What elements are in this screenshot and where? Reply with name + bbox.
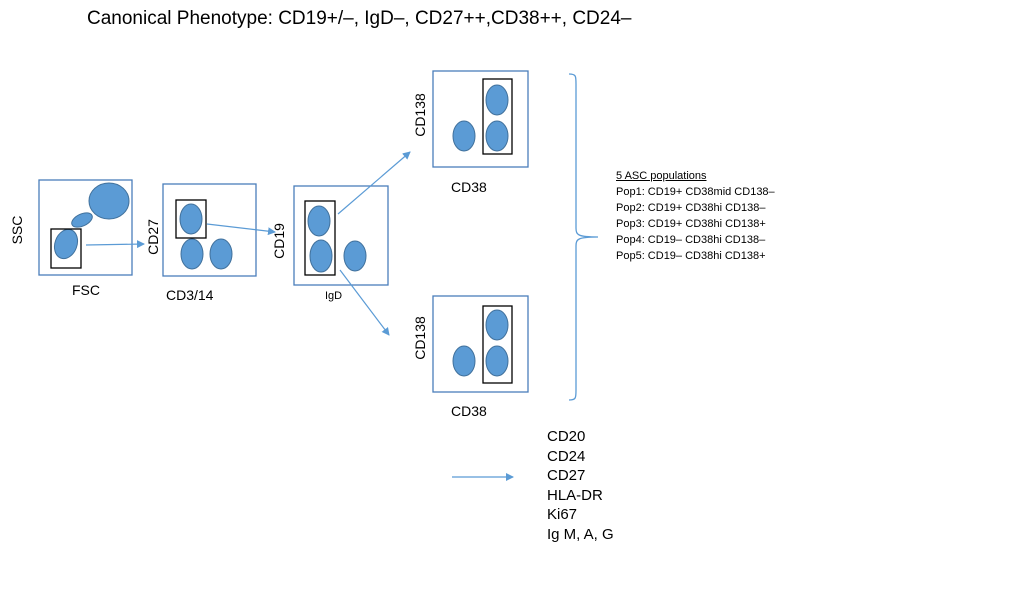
y-axis-label-cd138-bottom: CD138 (412, 316, 428, 360)
plot-fsc-ssc (38, 179, 133, 276)
plot-cd38-cd138-top (432, 70, 529, 168)
population-item: Pop4: CD19– CD38hi CD138– (616, 234, 766, 246)
population-blob (180, 238, 204, 270)
populations-heading: 5 ASC populations (616, 170, 707, 182)
marker-item: Ki67 (547, 506, 578, 523)
plot-igd-cd19 (293, 185, 389, 286)
x-axis-label-cd38-bottom: CD38 (451, 403, 487, 419)
gate-box (304, 200, 336, 276)
plot-frame (293, 185, 389, 286)
gate-box (482, 305, 513, 384)
plot-frame (432, 70, 529, 168)
curly-brace (568, 73, 599, 401)
arrow-cd19-to-top (337, 151, 411, 215)
x-axis-label-cd314: CD3/14 (166, 287, 214, 303)
arrow-cd19-to-bottom (339, 269, 390, 336)
plot-frame (162, 183, 257, 277)
population-blob (88, 182, 130, 220)
population-blob (485, 345, 509, 377)
population-blob (307, 205, 331, 237)
population-blob (485, 309, 509, 341)
population-blob (485, 84, 509, 116)
marker-item: Ig M, A, G (547, 525, 614, 543)
y-axis-label-cd27: CD27 (145, 219, 161, 255)
gating-arrows (85, 151, 514, 481)
x-axis-label-fsc: FSC (72, 282, 100, 298)
y-axis-label-ssc: SSC (9, 215, 25, 245)
plot-frame (38, 179, 133, 276)
marker-item: CD20 (547, 428, 586, 445)
plot-cd38-cd138-bottom (432, 295, 529, 393)
gate-box (482, 78, 513, 155)
marker-item: CD27 (547, 467, 586, 484)
population-blob (485, 120, 509, 152)
gate-box (175, 199, 207, 239)
y-axis-label-cd19: CD19 (271, 223, 287, 259)
marker-item: CD24 (547, 447, 586, 465)
arrow-fsc-to-cd27 (85, 240, 145, 249)
population-blob (452, 120, 476, 152)
plot-cd314-cd27 (162, 183, 257, 277)
x-axis-label-cd38-top: CD38 (451, 179, 487, 195)
population-blob (71, 212, 93, 228)
marker-item: HLA-DR (547, 486, 603, 504)
asc-populations-list: 5 ASC populations Pop1: CD19+ CD38mid CD… (616, 168, 775, 264)
population-blob (209, 238, 233, 270)
x-axis-label-igd: IgD (325, 290, 343, 302)
page-title: Canonical Phenotype: CD19+/–, IgD–, CD27… (87, 8, 632, 29)
population-item: Pop1: CD19+ CD38mid CD138– (616, 186, 775, 198)
population-item: Pop2: CD19+ CD38hi CD138– (616, 202, 766, 214)
marker-list: CD20 CD24 CD27 HLA-DR Ki67 Ig M, A, G (547, 427, 614, 544)
y-axis-label-cd138-top: CD138 (412, 93, 428, 137)
population-blob (452, 345, 476, 377)
population-blob (309, 239, 333, 273)
population-blob (53, 228, 79, 260)
plot-frame (432, 295, 529, 393)
population-item: Pop3: CD19+ CD38hi CD138+ (616, 218, 766, 230)
arrow-cd27-to-cd19 (206, 223, 276, 236)
population-blob (343, 240, 367, 272)
population-item: Pop5: CD19– CD38hi CD138+ (616, 250, 766, 262)
population-blob (179, 203, 203, 235)
gate-box (50, 228, 82, 269)
